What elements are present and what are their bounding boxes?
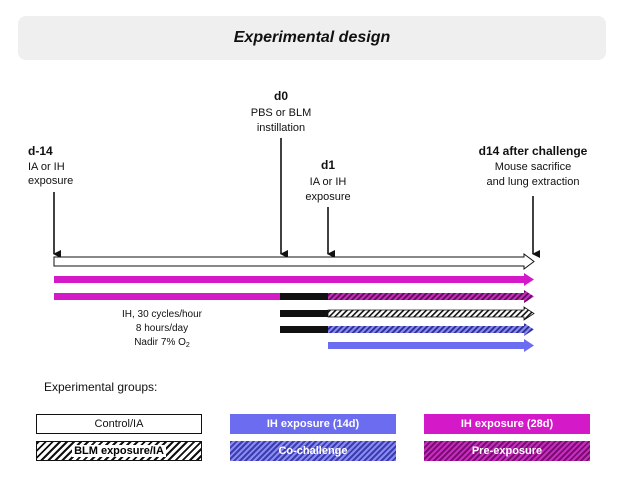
legend-co-label: Co-challenge (278, 445, 348, 457)
ih-note-line1: IH, 30 cycles/hour (122, 309, 203, 320)
legend-co-challenge: Co-challenge (230, 441, 396, 461)
legend-pre-exposure: Pre-exposure (424, 441, 590, 461)
label-d14: d14 after challenge (479, 144, 588, 158)
label-d1-line1: IA or IH (310, 176, 347, 188)
bar-blm-exposure (280, 306, 535, 321)
legend-ih28-label: IH exposure (28d) (460, 418, 554, 430)
bar-pre-exposure (54, 290, 534, 303)
label-d1: d1 (321, 158, 335, 172)
legend-control-label: Control/IA (94, 418, 144, 430)
ih-note-line2: 8 hours/day (136, 323, 188, 334)
label-d0-line2: instillation (257, 122, 305, 134)
legend-ih-14d: IH exposure (14d) (230, 414, 396, 434)
ih-note-line3: Nadir 7% O2 (134, 337, 190, 349)
bar-co-challenge (280, 323, 534, 336)
label-d-14-line2: exposure (28, 175, 73, 187)
ih-note-line3-text: Nadir 7% O (134, 337, 186, 348)
legend-title: Experimental groups: (44, 380, 158, 394)
bar-ih-28d (54, 273, 534, 286)
legend-blm-exposure: BLM exposure/IA (36, 441, 202, 461)
label-d14-line2: and lung extraction (487, 176, 580, 188)
label-d1-line2: exposure (305, 191, 350, 203)
legend-ih-28d: IH exposure (28d) (424, 414, 590, 434)
bar-control (53, 253, 535, 270)
label-d-14-line1: IA or IH (28, 161, 65, 173)
legend-pre-label: Pre-exposure (471, 445, 543, 457)
diagram-title: Experimental design (233, 29, 391, 46)
legend-control: Control/IA (36, 414, 202, 434)
legend-blm-label: BLM exposure/IA (72, 445, 166, 457)
label-d0: d0 (274, 89, 288, 103)
ih-note-subscript: 2 (186, 342, 190, 349)
label-d-14: d-14 (28, 144, 53, 158)
legend-ih14-label: IH exposure (14d) (266, 418, 360, 430)
label-d0-line1: PBS or BLM (251, 107, 312, 119)
label-d14-line1: Mouse sacrifice (495, 161, 571, 173)
bar-ih-14d (328, 339, 534, 352)
title-banner: Experimental design (18, 16, 606, 60)
